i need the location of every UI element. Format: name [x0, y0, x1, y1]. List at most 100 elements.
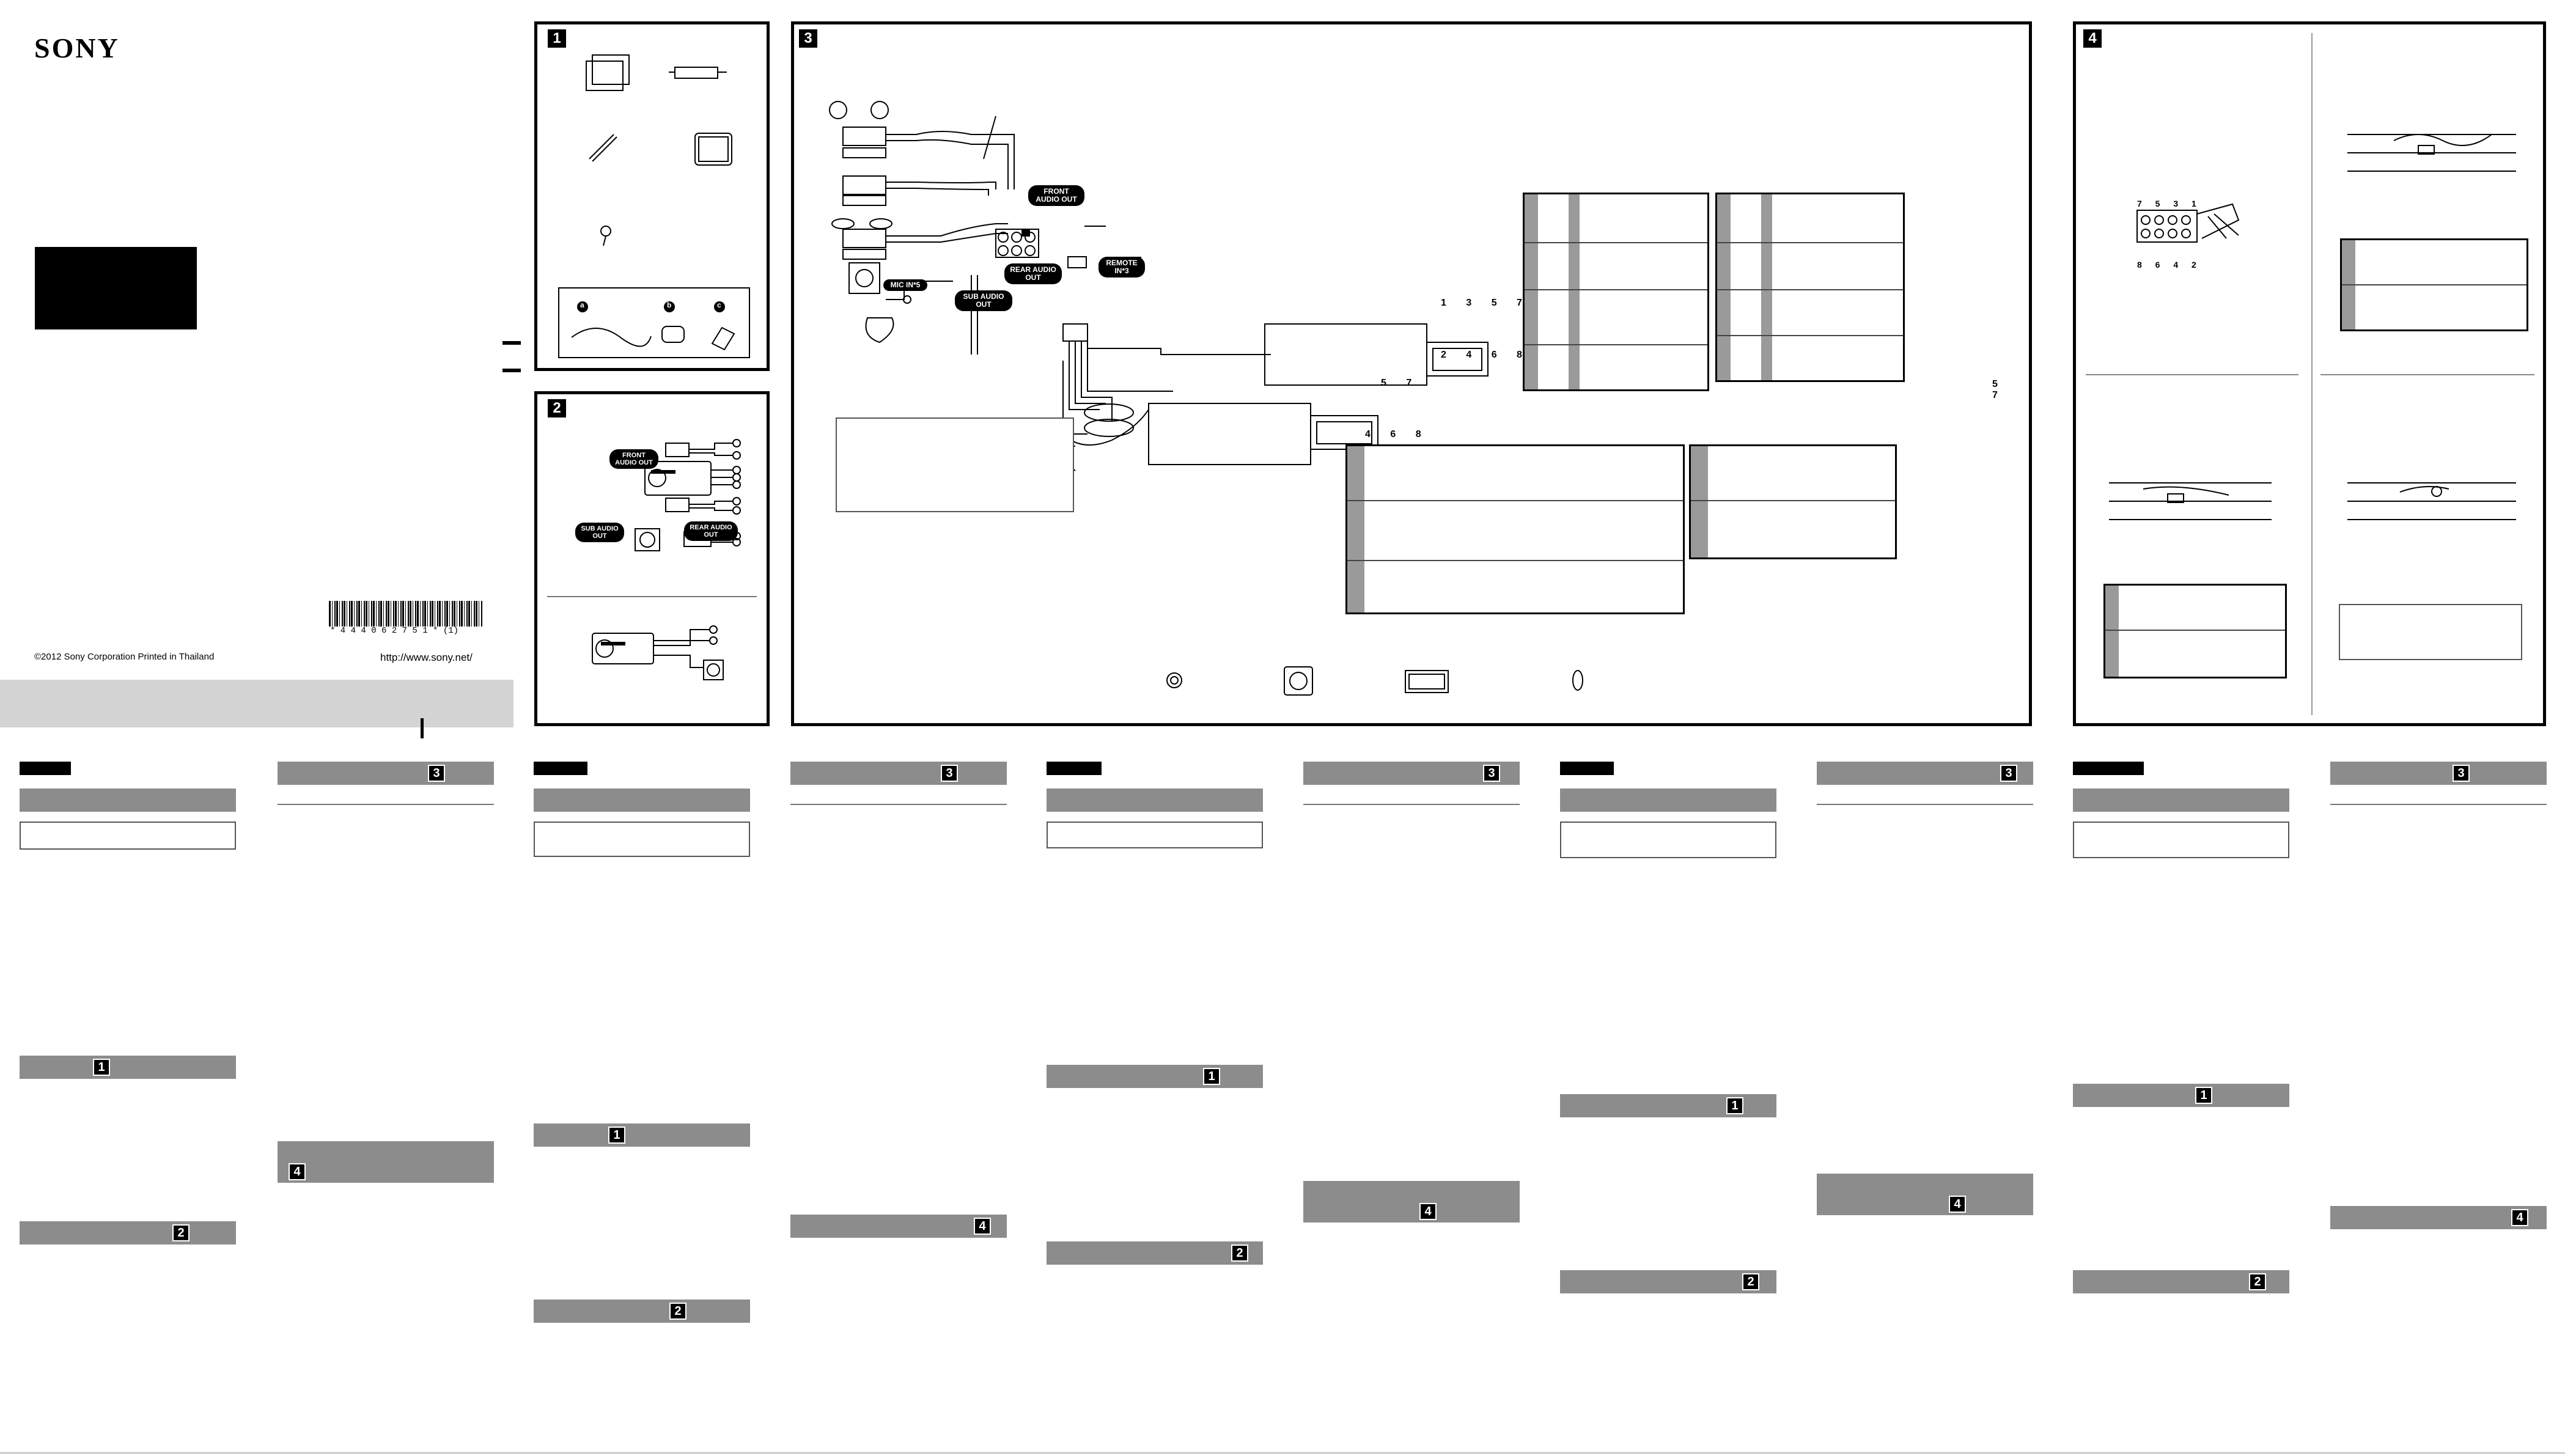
col4-rule	[790, 804, 1007, 805]
fold-tick-1	[502, 341, 521, 345]
section-number: 1	[1726, 1097, 1743, 1114]
main-wiring-diagram	[829, 101, 1489, 471]
section-number: 1	[1203, 1068, 1220, 1085]
section-number: 4	[974, 1218, 991, 1235]
section-number: 4	[1419, 1203, 1437, 1220]
col5-language-tab	[1047, 762, 1102, 775]
section-number: 3	[1483, 765, 1500, 782]
col5-heading-bar	[1047, 789, 1263, 812]
s4-connector-illustration	[2136, 203, 2240, 243]
fold-tick-2	[502, 369, 521, 372]
col3-section-bar-2: 2	[534, 1300, 750, 1323]
section-number: 3	[2453, 765, 2470, 782]
col4-section-bar-4: 4	[790, 1215, 1007, 1238]
col2-section-bar-3: 3	[278, 762, 494, 785]
pin-table-3	[1345, 444, 1685, 614]
footer-gray-band	[0, 680, 513, 727]
sub-audio-out-label: SUB AUDIO OUT	[575, 523, 624, 542]
s4-table-top-right	[2340, 238, 2528, 331]
accessory-letter-c: c	[717, 301, 721, 309]
legend-icons	[1166, 666, 1583, 696]
sony-logo: SONY	[34, 32, 120, 64]
col3-language-tab	[534, 762, 587, 775]
col5-notice-box	[1047, 822, 1263, 848]
section-number: 1	[608, 1127, 625, 1144]
section-number: 2	[1742, 1273, 1759, 1290]
front-audio-out-bubble: FRONT AUDIO OUT	[1028, 185, 1084, 206]
col10-section-bar-4: 4	[2330, 1206, 2547, 1229]
section-number: 3	[428, 765, 445, 782]
col8-section-bar-4: 4	[1817, 1174, 2033, 1215]
section-number: 3	[799, 29, 817, 48]
col1-heading-bar	[20, 789, 236, 812]
section-number: 2	[172, 1224, 190, 1241]
pin-table-4	[1689, 444, 1897, 559]
section-number: 3	[2000, 765, 2017, 782]
sub-audio-out-bubble: SUB AUDIO OUT	[955, 290, 1012, 311]
s4-note-box-bottom-right	[2339, 604, 2522, 660]
col3-heading-bar	[534, 789, 750, 812]
harness-illustration-bottom-right	[2347, 482, 2516, 520]
connector-a-top-pins: 1 3 5 7	[1441, 298, 1531, 308]
section-number: 2	[2249, 1273, 2266, 1290]
harness-illustration-top-right	[2347, 134, 2516, 172]
pin-table-1	[1523, 193, 1709, 391]
accessory-items-illustration	[571, 301, 735, 351]
col6-rule	[1303, 804, 1520, 805]
col9-notice-box	[2073, 822, 2289, 858]
divider-line	[547, 596, 757, 597]
website-link[interactable]: http://www.sony.net/	[380, 652, 473, 663]
s4-connector-bottom-pins: 8 6 4 2	[2137, 260, 2202, 270]
section-number: 4	[2511, 1209, 2528, 1226]
col10-rule	[2330, 804, 2547, 805]
section-number: 4	[289, 1163, 306, 1180]
col4-section-bar-3: 3	[790, 762, 1007, 785]
panel-4-center-divider	[2311, 33, 2313, 715]
page-bottom-edge	[0, 1452, 2565, 1454]
col8-rule	[1817, 804, 2033, 805]
col9-heading-bar	[2073, 789, 2289, 812]
col5-section-bar-2: 2	[1047, 1241, 1263, 1265]
accessory-letter-b: b	[667, 301, 672, 309]
title-black-block	[35, 247, 197, 329]
col9-section-bar-1: 1	[2073, 1084, 2289, 1107]
section-number: 4	[1949, 1196, 1966, 1213]
connector-b-bottom-pins: 4 6 8	[1365, 429, 1430, 439]
accessory-box: a b c	[558, 287, 750, 358]
col1-section-bar-1: 1	[20, 1056, 236, 1079]
col5-section-bar-1: 1	[1047, 1065, 1263, 1088]
col1-notice-box	[20, 822, 236, 850]
panel-section-2: 2 FRONT AUDIO OUT SUB AUDIO OUT REAR AUD…	[534, 391, 770, 726]
mic-in-bubble: MIC IN*5	[883, 279, 927, 291]
col6-section-bar-4: 4	[1303, 1181, 1520, 1223]
col9-language-tab	[2073, 762, 2144, 775]
section-number: 3	[941, 765, 958, 782]
col7-notice-box	[1560, 822, 1776, 858]
col3-notice-box	[534, 822, 750, 857]
copyright-text: ©2012 Sony Corporation Printed in Thaila…	[34, 652, 215, 662]
section-number: 2	[669, 1303, 686, 1320]
harness-illustration-bottom-left	[2109, 482, 2272, 520]
section-number: 1	[2195, 1087, 2212, 1104]
col10-section-bar-3: 3	[2330, 762, 2547, 785]
section-number: 1	[548, 29, 566, 48]
rear-audio-out-label: REAR AUDIO OUT	[684, 521, 738, 541]
col7-heading-bar	[1560, 789, 1776, 812]
divider-right	[2320, 374, 2534, 375]
remote-in-bubble: REMOTE IN*3	[1098, 257, 1145, 278]
front-audio-out-label: FRONT AUDIO OUT	[609, 449, 658, 469]
col2-section-bar-4: 4	[278, 1141, 494, 1183]
section-number: 4	[2083, 29, 2102, 48]
panel-section-4: 4 7 5 3 1 8 6 4 2	[2073, 21, 2546, 726]
col7-language-tab	[1560, 762, 1614, 775]
connector-b-top-pins-2: 5 7	[1381, 378, 1421, 388]
rear-audio-out-bubble: REAR AUDIO OUT	[1004, 263, 1062, 284]
col2-rule	[278, 804, 494, 805]
divider-left	[2086, 374, 2298, 375]
pin-table-2	[1715, 193, 1905, 382]
col3-section-bar-1: 1	[534, 1123, 750, 1147]
col1-language-tab	[20, 762, 71, 775]
col6-section-bar-3: 3	[1303, 762, 1520, 785]
panel-section-1: 1 a b c	[534, 21, 770, 371]
col8-section-bar-3: 3	[1817, 762, 2033, 785]
